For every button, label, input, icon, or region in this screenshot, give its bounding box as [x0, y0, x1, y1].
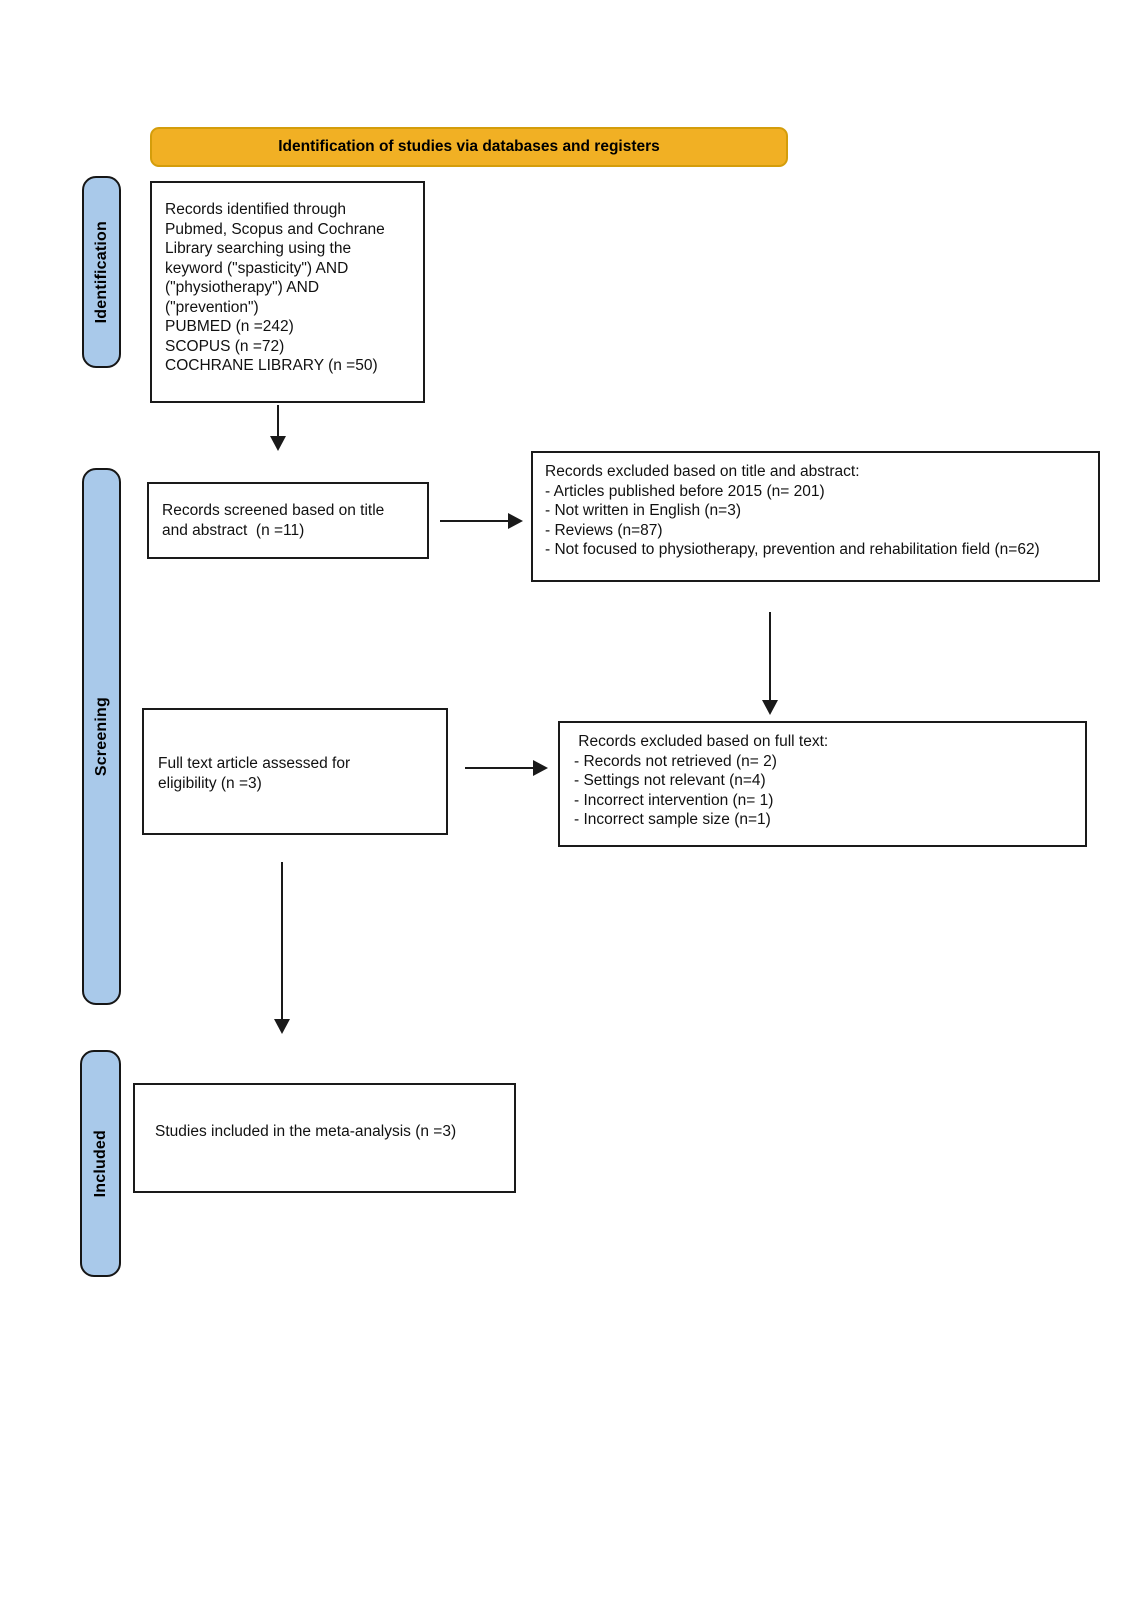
box-studies-included: Studies included in the meta-analysis (n…	[133, 1083, 516, 1193]
text-line: Records identified through	[165, 201, 346, 218]
text-line: - Incorrect intervention (n= 1)	[574, 791, 774, 809]
arrowhead-right-icon	[533, 760, 548, 776]
stage-bar-screening: Screening	[82, 468, 121, 1005]
text-line: ("prevention")	[165, 298, 259, 316]
text-line: - Articles published before 2015 (n= 201…	[545, 482, 825, 500]
arrow-line	[769, 612, 771, 702]
box-records-screened: Records screened based on title and abst…	[147, 482, 429, 559]
stage-label-included: Included	[91, 1129, 109, 1198]
stage-label-identification: Identification	[92, 220, 110, 324]
arrowhead-down-icon	[270, 436, 286, 451]
text-line: - Records not retrieved (n= 2)	[574, 752, 777, 770]
arrow-line	[440, 520, 510, 522]
text-line: Records screened based on title	[162, 502, 385, 519]
text-line: eligibility (n =3)	[158, 774, 262, 792]
text-line: - Not focused to physiotherapy, preventi…	[545, 541, 1040, 558]
text-line: Library searching using the	[165, 240, 352, 257]
box-full-text-assessed: Full text article assessed for eligibili…	[142, 708, 448, 835]
arrowhead-down-icon	[274, 1019, 290, 1034]
text-line: Records excluded based on title and abst…	[545, 463, 860, 480]
arrow-line	[281, 862, 283, 1021]
text-line: SCOPUS (n =72)	[165, 337, 285, 355]
arrowhead-right-icon	[508, 513, 523, 529]
stage-bar-identification: Identification	[82, 176, 121, 368]
text-line: PUBMED (n =242)	[165, 318, 294, 335]
arrow-line	[465, 767, 535, 769]
text-line: - Settings not relevant (n=4)	[574, 772, 766, 789]
text-line: - Reviews (n=87)	[545, 521, 663, 539]
box-records-identified: Records identified through Pubmed, Scopu…	[150, 181, 425, 403]
box-excluded-title-abstract: Records excluded based on title and abst…	[531, 451, 1100, 582]
stage-label-screening: Screening	[92, 696, 110, 777]
arrowhead-down-icon	[762, 700, 778, 715]
text-line: Studies included in the meta-analysis (n…	[155, 1123, 457, 1140]
text-line: ("physiotherapy") AND	[165, 279, 320, 296]
diagram-title: Identification of studies via databases …	[278, 138, 660, 155]
text-line: COCHRANE LIBRARY (n =50)	[165, 357, 378, 374]
text-line: Full text article assessed for	[158, 755, 351, 772]
text-line: keyword ("spasticity") AND	[165, 259, 349, 277]
text-line: Records excluded based on full text:	[574, 733, 829, 750]
diagram-title-banner: Identification of studies via databases …	[150, 127, 788, 167]
text-line: and abstract (n =11)	[162, 521, 305, 539]
box-excluded-full-text: Records excluded based on full text: - R…	[558, 721, 1087, 847]
arrow-line	[277, 405, 279, 438]
text-line: Pubmed, Scopus and Cochrane	[165, 220, 385, 238]
text-line: - Incorrect sample size (n=1)	[574, 811, 771, 828]
text-line: - Not written in English (n=3)	[545, 502, 741, 519]
stage-bar-included: Included	[80, 1050, 121, 1277]
